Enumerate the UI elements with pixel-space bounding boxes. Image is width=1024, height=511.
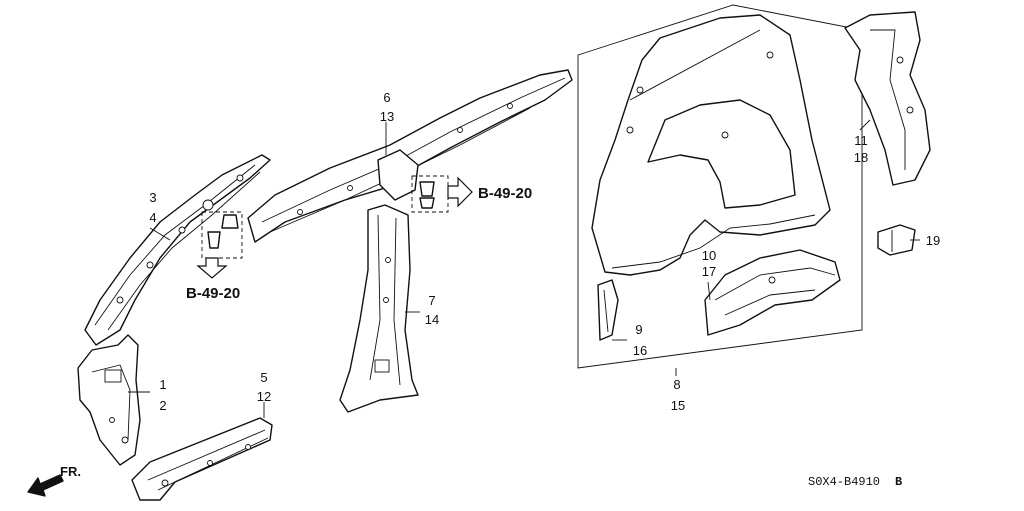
callout-10: 10 [702, 248, 716, 263]
rear-pillar-inner [844, 11, 931, 186]
diagram-code: S0X4-B4910 [808, 475, 880, 489]
callout-6: 6 [383, 90, 390, 105]
side-sill [131, 417, 273, 501]
callout-15: 15 [671, 398, 685, 413]
callout-numbers: 1 2 3 4 5 12 6 13 7 14 8 15 9 16 10 17 1… [149, 90, 940, 413]
callout-2: 2 [159, 398, 166, 413]
assembly-outline [577, 4, 863, 369]
callout-4: 4 [149, 210, 156, 225]
callout-19: 19 [926, 233, 940, 248]
callout-16: 16 [633, 343, 647, 358]
reference-label-left: B-49-20 [186, 285, 240, 302]
center-pillar [339, 204, 419, 413]
reference-arrow-right: B-49-20 [447, 176, 532, 208]
callout-1: 1 [159, 377, 166, 392]
fastener-group-left [201, 211, 243, 259]
callout-9: 9 [635, 322, 642, 337]
front-pillar-lower [77, 334, 141, 466]
callout-18: 18 [854, 150, 868, 165]
rear-outer-panel [591, 14, 831, 276]
leader-lines [128, 119, 920, 418]
reference-arrow-down: B-49-20 [186, 257, 240, 302]
callout-14: 14 [425, 312, 439, 327]
roof-side-rail [247, 69, 573, 243]
reference-label-right: B-49-20 [478, 185, 532, 202]
callout-8: 8 [673, 377, 680, 392]
small-bracket [877, 224, 916, 256]
callout-11: 11 [854, 133, 868, 148]
diagram-code-block: S0X4-B4910 B [808, 475, 902, 489]
front-label: FR. [60, 464, 81, 479]
front-direction-arrow: FR. [27, 464, 81, 497]
front-pillar-upper [84, 154, 271, 346]
rear-wheelhouse [704, 249, 841, 336]
callout-5: 5 [260, 370, 267, 385]
callout-17: 17 [702, 264, 716, 279]
callout-13: 13 [380, 109, 394, 124]
callout-3: 3 [149, 190, 156, 205]
callout-12: 12 [257, 389, 271, 404]
rear-brace [597, 279, 619, 341]
diagram-revision: B [895, 475, 902, 489]
callout-7: 7 [428, 293, 435, 308]
fastener-group-right [411, 175, 449, 213]
